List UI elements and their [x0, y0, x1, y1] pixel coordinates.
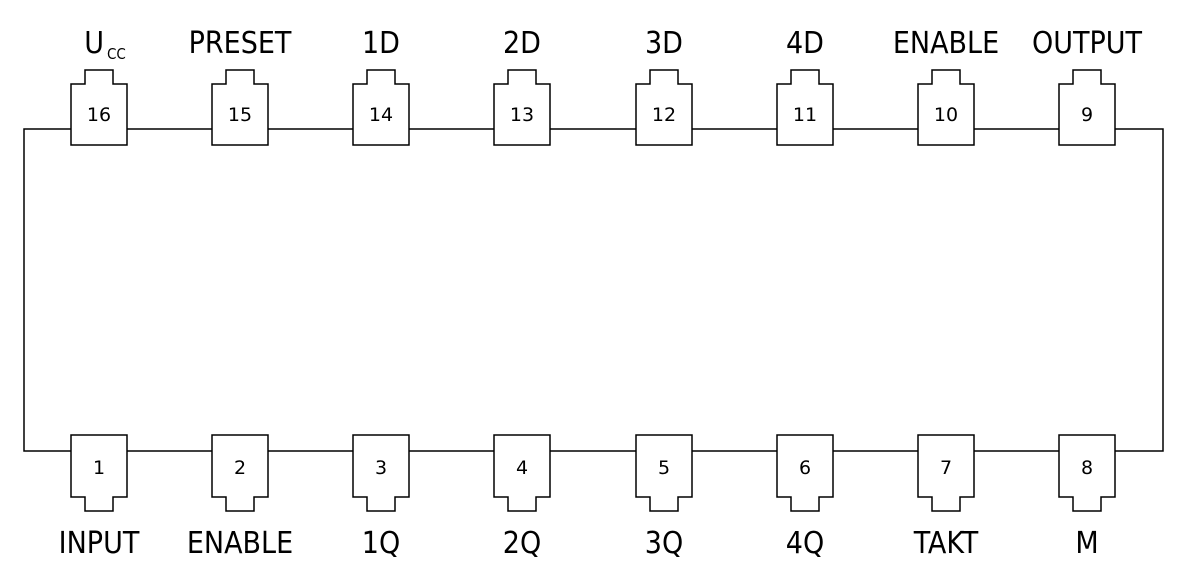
pin-number: 12	[652, 104, 676, 126]
pin-label: 4Q	[786, 526, 824, 561]
pin-label: 3D	[645, 26, 683, 61]
pin-body	[917, 434, 975, 512]
pin-label: OUTPUT	[1032, 26, 1143, 61]
pin-label: INPUT	[59, 526, 140, 561]
pin-body	[917, 69, 975, 146]
pin-label: 2D	[503, 26, 541, 61]
pin-number: 13	[510, 104, 534, 126]
pin-14: 14 1D	[352, 26, 410, 146]
pin-body	[352, 69, 410, 146]
pin-11: 11 4D	[776, 26, 834, 146]
pin-body	[493, 434, 551, 512]
pin-body	[211, 69, 269, 146]
pin-9: 9 OUTPUT	[1032, 26, 1143, 146]
pin-number: 7	[940, 457, 952, 479]
pin-6: 6 4Q	[776, 434, 834, 561]
pin-label: 1Q	[362, 526, 400, 561]
pin-label: M	[1075, 526, 1098, 561]
pin-8: 8M	[1058, 434, 1116, 561]
pin-number: 2	[234, 457, 246, 479]
pin-12: 12 3D	[635, 26, 693, 146]
pin-5: 5 3Q	[635, 434, 693, 561]
pin-number: 4	[516, 457, 528, 479]
pin-body	[635, 69, 693, 146]
pin-body	[211, 434, 269, 512]
pin-10: 10 ENABLE	[893, 26, 999, 146]
pin-body	[1058, 434, 1116, 512]
pin-number: 3	[375, 457, 387, 479]
pin-label-subscript: CC	[107, 45, 126, 63]
pin-number: 6	[799, 457, 811, 479]
pin-label: ENABLE	[893, 26, 999, 61]
pin-label: 1D	[362, 26, 400, 61]
pin-label: 4D	[786, 26, 824, 61]
pin-body	[70, 434, 128, 512]
pin-label: 2Q	[503, 526, 541, 561]
pin-number: 5	[658, 457, 670, 479]
pin-number: 8	[1081, 457, 1093, 479]
pin-number: 14	[369, 104, 393, 126]
pin-number: 9	[1081, 104, 1093, 126]
pin-number: 11	[793, 104, 817, 126]
pin-15: 15 PRESET	[189, 26, 292, 146]
pin-4: 4 2Q	[493, 434, 551, 561]
ic-body-outline	[23, 128, 1164, 452]
pin-label: ENABLE	[187, 526, 293, 561]
pin-number: 1	[93, 457, 105, 479]
pin-body	[1058, 69, 1116, 146]
pin-body	[493, 69, 551, 146]
pin-number: 15	[228, 104, 252, 126]
pin-body	[776, 69, 834, 146]
pin-label: PRESET	[189, 26, 292, 61]
pin-number: 16	[87, 104, 111, 126]
pin-label: 3Q	[645, 526, 683, 561]
pin-label: U	[84, 26, 104, 61]
pin-body	[352, 434, 410, 512]
pin-body	[776, 434, 834, 512]
pin-number: 10	[934, 104, 958, 126]
pin-body	[635, 434, 693, 512]
pin-13: 13 2D	[493, 26, 551, 146]
pin-body	[70, 69, 128, 146]
pin-3: 3 1Q	[352, 434, 410, 561]
pin-label: TAKT	[913, 526, 979, 561]
